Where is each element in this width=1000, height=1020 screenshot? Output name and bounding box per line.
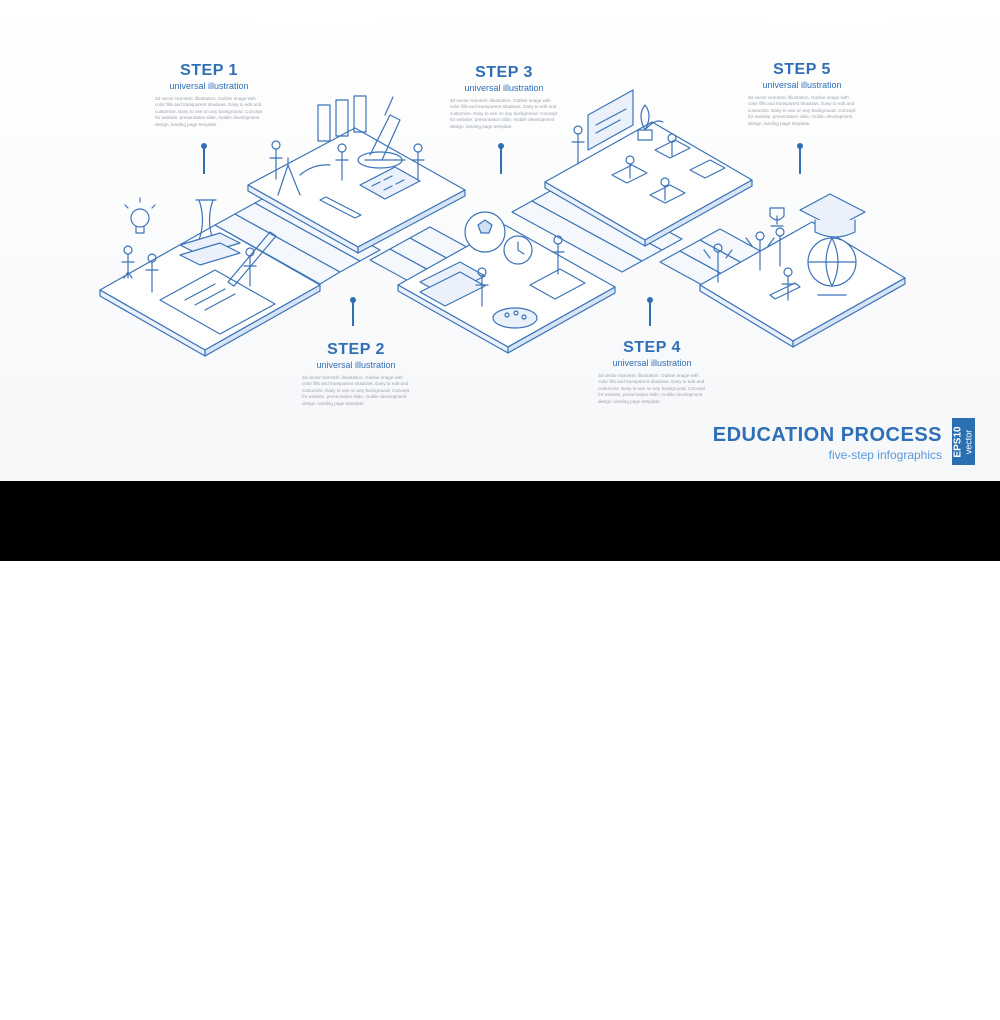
graduation-cap-icon xyxy=(799,193,866,238)
platform-step2 xyxy=(247,127,466,254)
step5-pin xyxy=(797,143,803,174)
tablet-icon xyxy=(529,268,586,300)
calculator-icon xyxy=(359,166,421,200)
people-icon xyxy=(121,245,257,293)
brand-logo: VectorStock xyxy=(26,983,206,1019)
people-icon xyxy=(475,235,565,307)
diploma-icon xyxy=(769,282,801,300)
infographic-canvas: STEP 1 universal illustration 3d vector … xyxy=(0,0,1000,481)
step-title: STEP 1 xyxy=(180,62,238,79)
books-icon xyxy=(179,232,241,266)
platform-step4 xyxy=(544,121,753,247)
heading-subtitle: five-step infographics xyxy=(828,448,942,462)
people-icon xyxy=(703,227,795,301)
microscope-icon xyxy=(357,96,406,169)
step-subtitle: universal illustration xyxy=(612,358,692,368)
badge-type: vector xyxy=(963,429,973,454)
trophy-icon xyxy=(769,207,785,227)
plant-icon xyxy=(637,104,664,141)
step-title: STEP 2 xyxy=(327,341,385,358)
palette-icon xyxy=(492,307,538,329)
step-description: 3d vector isometric illustration. Outlin… xyxy=(302,375,410,406)
step-description: 3d vector isometric illustration. Outlin… xyxy=(598,373,706,404)
step2-pin xyxy=(350,297,356,326)
heading-title: EDUCATION PROCESS xyxy=(712,424,942,446)
step4-pin xyxy=(647,297,653,326)
people-icon xyxy=(571,125,677,201)
clock-icon xyxy=(503,235,533,265)
chalkboard-icon xyxy=(587,89,634,151)
platform-step3 xyxy=(397,224,616,354)
soccer-ball-icon xyxy=(464,211,506,253)
step3-pin xyxy=(498,143,504,174)
watermark-footer: VectorStock VectorStock.com/50767869 xyxy=(0,481,1000,1019)
ruler-icon xyxy=(319,196,362,219)
step-title: STEP 3 xyxy=(475,64,533,81)
people-icon xyxy=(269,140,425,181)
isometric-illustration xyxy=(99,89,906,357)
step-description: 3d vector isometric illustration. Outlin… xyxy=(748,95,856,126)
step-1-label: STEP 1 universal illustration 3d vector … xyxy=(155,62,263,128)
step-2-label: STEP 2 universal illustration 3d vector … xyxy=(302,341,410,407)
badge-format: EPS10 xyxy=(952,425,963,458)
step-title: STEP 4 xyxy=(623,339,681,356)
document-icon xyxy=(159,269,276,335)
step-subtitle: universal illustration xyxy=(316,360,396,370)
step-5-label: STEP 5 universal illustration 3d vector … xyxy=(748,61,856,127)
globe-icon xyxy=(807,237,857,296)
step-description: 3d vector isometric illustration. Outlin… xyxy=(155,96,263,127)
step-subtitle: universal illustration xyxy=(169,81,249,91)
step-3-label: STEP 3 universal illustration 3d vector … xyxy=(450,64,558,130)
step-subtitle: universal illustration xyxy=(762,80,842,90)
image-reference: VectorStock.com/50767869 xyxy=(685,991,973,1018)
compass-icon xyxy=(277,157,331,196)
lightbulb-icon xyxy=(124,197,156,234)
step-subtitle: universal illustration xyxy=(464,83,544,93)
step1-pin xyxy=(201,143,207,174)
test-tubes-icon xyxy=(317,95,367,142)
pencil-icon xyxy=(227,231,277,287)
infographic-heading: EDUCATION PROCESS five-step infographics xyxy=(713,424,942,462)
step-4-label: STEP 4 universal illustration 3d vector … xyxy=(598,339,706,405)
step-title: STEP 5 xyxy=(773,61,831,78)
books-icon xyxy=(419,261,486,307)
step-description: 3d vector isometric illustration. Outlin… xyxy=(450,98,558,129)
